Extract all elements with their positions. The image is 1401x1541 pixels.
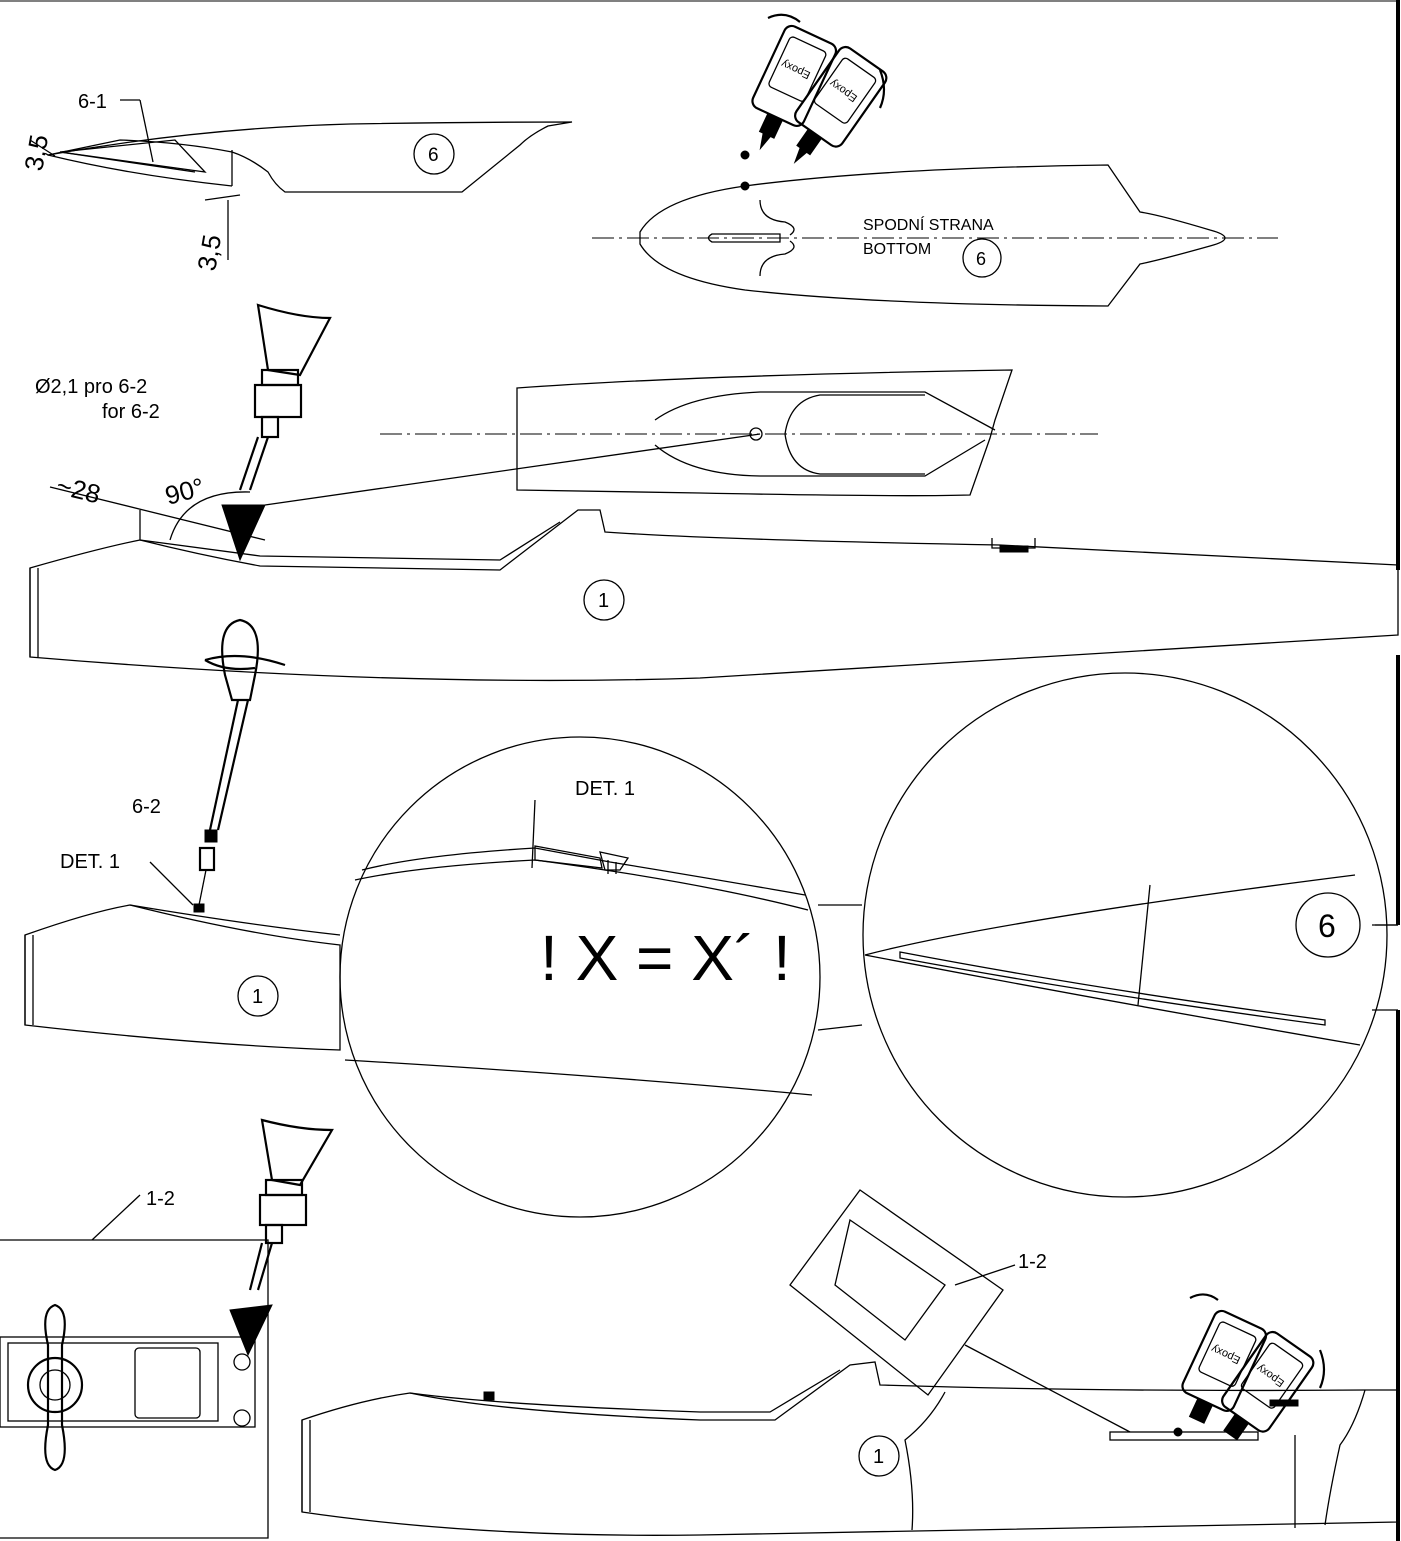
part-6-bottom-view bbox=[592, 164, 1278, 307]
detail-circle-1 bbox=[339, 736, 821, 1218]
part-6-callout-c: 6 bbox=[1318, 908, 1336, 944]
fuselage-view-3 bbox=[301, 1361, 1399, 1536]
dimension-3-5-left: 3,5 bbox=[18, 132, 54, 173]
dimension-28: ~28 bbox=[54, 470, 104, 510]
screwdriver-icon bbox=[197, 618, 286, 911]
epoxy-label-4: Epoxy bbox=[1254, 1361, 1286, 1389]
fuselage-view-1 bbox=[29, 486, 1399, 682]
dimension-3-5-bottom: 3,5 bbox=[191, 232, 227, 273]
part-6-callout-b: 6 bbox=[976, 249, 986, 269]
bottom-side-cz: SPODNÍ STRANA bbox=[863, 215, 994, 234]
part-6-top-view bbox=[264, 369, 1098, 506]
bottom-side-en: BOTTOM bbox=[863, 241, 931, 258]
angle-90: 90° bbox=[162, 472, 208, 511]
drill-icon-2 bbox=[229, 1118, 334, 1357]
part-1-callout-c: 1 bbox=[873, 1446, 884, 1468]
part-6-callout-a: 6 bbox=[428, 145, 439, 166]
part-6-1-label: 6-1 bbox=[78, 91, 107, 113]
x-equals-note: ! X = X´ ! bbox=[540, 922, 791, 994]
part-1-callout-a: 1 bbox=[598, 590, 609, 612]
epoxy-label-1: Epoxy bbox=[779, 57, 812, 81]
epoxy-bottles-icon-2: Epoxy Epoxy bbox=[1173, 1293, 1326, 1441]
detail-1-label-b: DET. 1 bbox=[575, 778, 635, 800]
part-1-2-label-left: 1-2 bbox=[146, 1188, 175, 1210]
part-1-2-label-right: 1-2 bbox=[1018, 1251, 1047, 1273]
drill-icon-1 bbox=[221, 303, 332, 562]
servo-plate-view bbox=[0, 1239, 269, 1539]
epoxy-label-3: Epoxy bbox=[1209, 1342, 1242, 1366]
part-6-2-label: 6-2 bbox=[132, 796, 161, 818]
epoxy-label-2: Epoxy bbox=[827, 76, 859, 104]
drill-note-en: for 6-2 bbox=[102, 401, 160, 423]
drill-note-cz: Ø2,1 pro 6-2 bbox=[35, 376, 147, 398]
detail-circle-2 bbox=[862, 672, 1398, 1198]
detail-1-label-a: DET. 1 bbox=[60, 851, 120, 873]
mounting-plate-1-2 bbox=[789, 1189, 1131, 1433]
part-6-side-view bbox=[29, 99, 573, 260]
epoxy-bottles-icon: Epoxy Epoxy bbox=[740, 13, 888, 191]
part-1-callout-b: 1 bbox=[252, 986, 263, 1008]
